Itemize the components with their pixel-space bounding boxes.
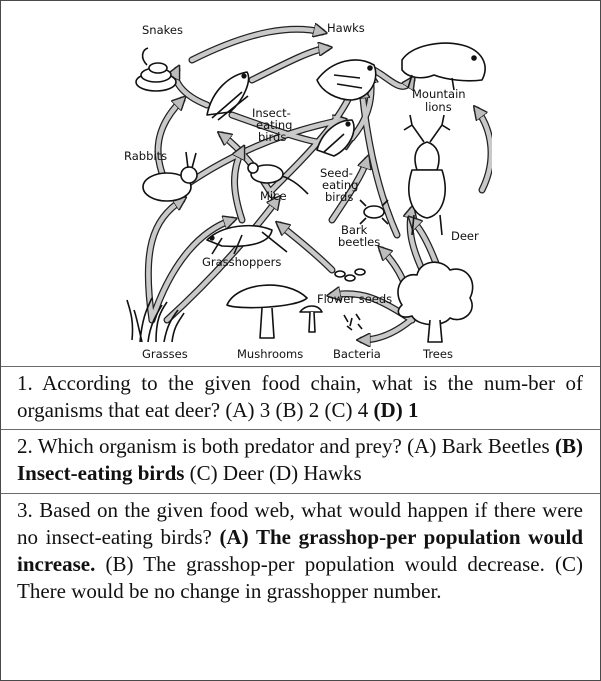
label-rabbits: Rabbits [124,149,167,163]
correct-option-letter: (D) [374,398,403,422]
label-flower-seeds: Flower seeds [317,292,392,306]
bacteria-illustration [344,314,362,330]
flower-seeds-illustration [335,269,365,281]
option-text: The grasshop-per population would decrea… [143,552,545,576]
label-seed-eating-birds-3: birds [325,190,353,204]
correct-option-letter: (B) [555,434,583,458]
option-letter: (A) [407,434,436,458]
question-number: 3. [17,498,33,522]
label-bark-beetles-2: beetles [338,235,380,249]
snake-illustration [136,48,176,91]
divider [1,429,600,430]
option-text: 4 [358,398,369,422]
label-trees: Trees [422,347,453,361]
option-text: Deer [223,461,264,485]
mountain-lion-illustration [402,43,485,90]
correct-option-text: Insect-eating birds [17,461,184,485]
option-letter: (B) [276,398,304,422]
label-bacteria: Bacteria [333,347,381,361]
insect-eating-bird-illustration [207,72,248,120]
option-letter: (C) [190,461,218,485]
label-insect-eating-birds-3: birds [258,130,286,144]
divider [1,493,600,494]
grasshopper-illustration [207,226,287,254]
option-text: 2 [309,398,320,422]
label-mountain-lions-1: Mountain [412,87,466,101]
option-text: 3 [260,398,271,422]
label-grasshoppers: Grasshoppers [202,255,281,269]
correct-option-letter: (A) [220,525,249,549]
divider [1,366,600,367]
correct-option-text: 1 [408,398,419,422]
question-number: 2. [17,434,33,458]
mushrooms-illustration [227,285,322,338]
label-hawks: Hawks [327,21,365,35]
option-text: There would be no change in grasshopper … [17,579,442,603]
label-snakes: Snakes [142,23,183,37]
option-letter: (B) [106,552,134,576]
question-text: Which organism is both predator and prey… [38,434,402,458]
label-mushrooms: Mushrooms [237,347,303,361]
label-grasses: Grasses [142,347,188,361]
question-3: 3. Based on the given food web, what wou… [17,497,583,605]
hawk-illustration [317,60,376,100]
option-letter: (D) [269,461,298,485]
food-web-diagram: Snakes Hawks Mountain lions Insect- eati… [112,20,492,365]
option-letter: (C) [325,398,353,422]
label-deer: Deer [451,229,479,243]
question-1: 1. According to the given food chain, wh… [17,370,583,424]
option-letter: (A) [225,398,254,422]
trees-illustration [398,262,473,342]
option-text: Hawks [303,461,361,485]
option-letter: (C) [555,552,583,576]
option-text: Bark Beetles [442,434,550,458]
question-number: 1. [17,371,33,395]
label-mountain-lions-2: lions [425,100,452,114]
question-2: 2. Which organism is both predator and p… [17,433,583,487]
label-mice: Mice [260,189,287,203]
bark-beetle-illustration [360,200,388,224]
